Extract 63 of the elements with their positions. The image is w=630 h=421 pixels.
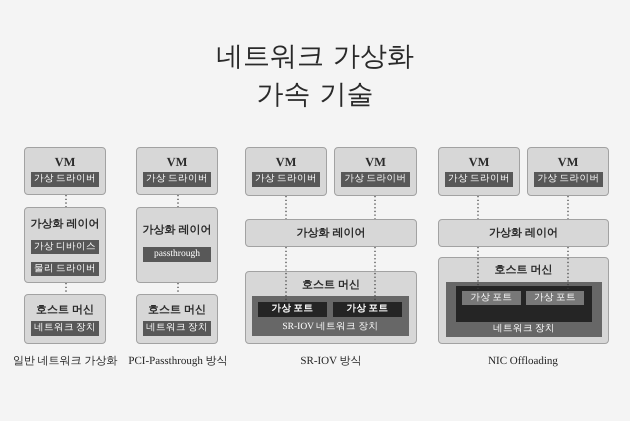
dotted-connector (65, 283, 67, 294)
vm-box (245, 147, 327, 196)
layer-band: 가상화 레이어 (438, 219, 609, 247)
component-bar: 가상 드라이버 (143, 172, 211, 187)
component-bar: 가상 드라이버 (31, 172, 99, 187)
component-bar: 가상 드라이버 (252, 172, 320, 187)
dotted-connector (477, 196, 479, 219)
component-bar: 네트워크 장치 (31, 321, 99, 336)
layer-box (136, 207, 218, 283)
dotted-connector (374, 247, 376, 302)
panel-caption: SR-IOV 방식 (300, 354, 362, 368)
box-heading: 호스트 머신 (148, 303, 206, 317)
dotted-connector (285, 196, 287, 219)
vm-box (438, 147, 520, 196)
box-heading: 가상화 레이어 (142, 223, 212, 237)
component-bar: 네트워크 장치 (143, 321, 211, 336)
component-bar: 가상 드라이버 (445, 172, 513, 187)
vm-box (527, 147, 609, 196)
vm-box (24, 147, 106, 195)
port-box: 가상 포트 (526, 291, 584, 305)
panel-caption: 일반 네트워크 가상화 (12, 354, 118, 368)
host-box (24, 294, 106, 344)
box-heading: VM (276, 155, 296, 169)
component-bar: 물리 드라이버 (31, 262, 99, 276)
device-panel (446, 282, 602, 337)
layer-band: 가상화 레이어 (245, 219, 417, 247)
dotted-connector (65, 195, 67, 207)
component-bar: 가상 디바이스 (31, 240, 99, 254)
dotted-connector (177, 195, 179, 207)
dotted-connector (374, 196, 376, 219)
dotted-connector (477, 247, 479, 291)
port-box: 가상 포트 (462, 291, 521, 305)
dotted-connector (177, 283, 179, 294)
dotted-connector (567, 247, 569, 291)
host-box (245, 271, 417, 344)
box-heading: VM (54, 155, 76, 169)
dotted-connector (285, 247, 287, 302)
component-bar: 가상 드라이버 (341, 172, 410, 187)
layer-box (24, 207, 106, 283)
component-bar: 가상 드라이버 (534, 172, 603, 187)
switch-box (456, 286, 592, 322)
box-heading: 호스트 머신 (302, 278, 360, 292)
panel-caption: PCI-Passthrough 방식 (128, 354, 228, 368)
device-panel (252, 296, 409, 336)
vm-box (136, 147, 218, 195)
box-heading: 가상화 레이어 (30, 217, 100, 231)
box-heading: VM (365, 155, 386, 169)
host-box (136, 294, 218, 344)
box-heading: VM (558, 155, 578, 169)
panel-label: 네트워크 장치 (492, 322, 556, 336)
panel-label: SR-IOV 네트워크 장치 (282, 320, 379, 334)
port-box: 가상 포트 (258, 302, 327, 317)
box-heading: 호스트 머신 (36, 303, 94, 317)
title: 네트워크 가상화 가속 기술 (215, 40, 415, 112)
host-box (438, 257, 609, 344)
vm-box (334, 147, 417, 196)
box-heading: VM (468, 155, 490, 169)
component-bar: passthrough (143, 247, 211, 262)
dotted-connector (567, 196, 569, 219)
port-box: 가상 포트 (333, 302, 402, 317)
box-heading: VM (166, 155, 188, 169)
box-heading: 호스트 머신 (494, 263, 552, 277)
panel-caption: NIC Offloading (488, 354, 558, 368)
